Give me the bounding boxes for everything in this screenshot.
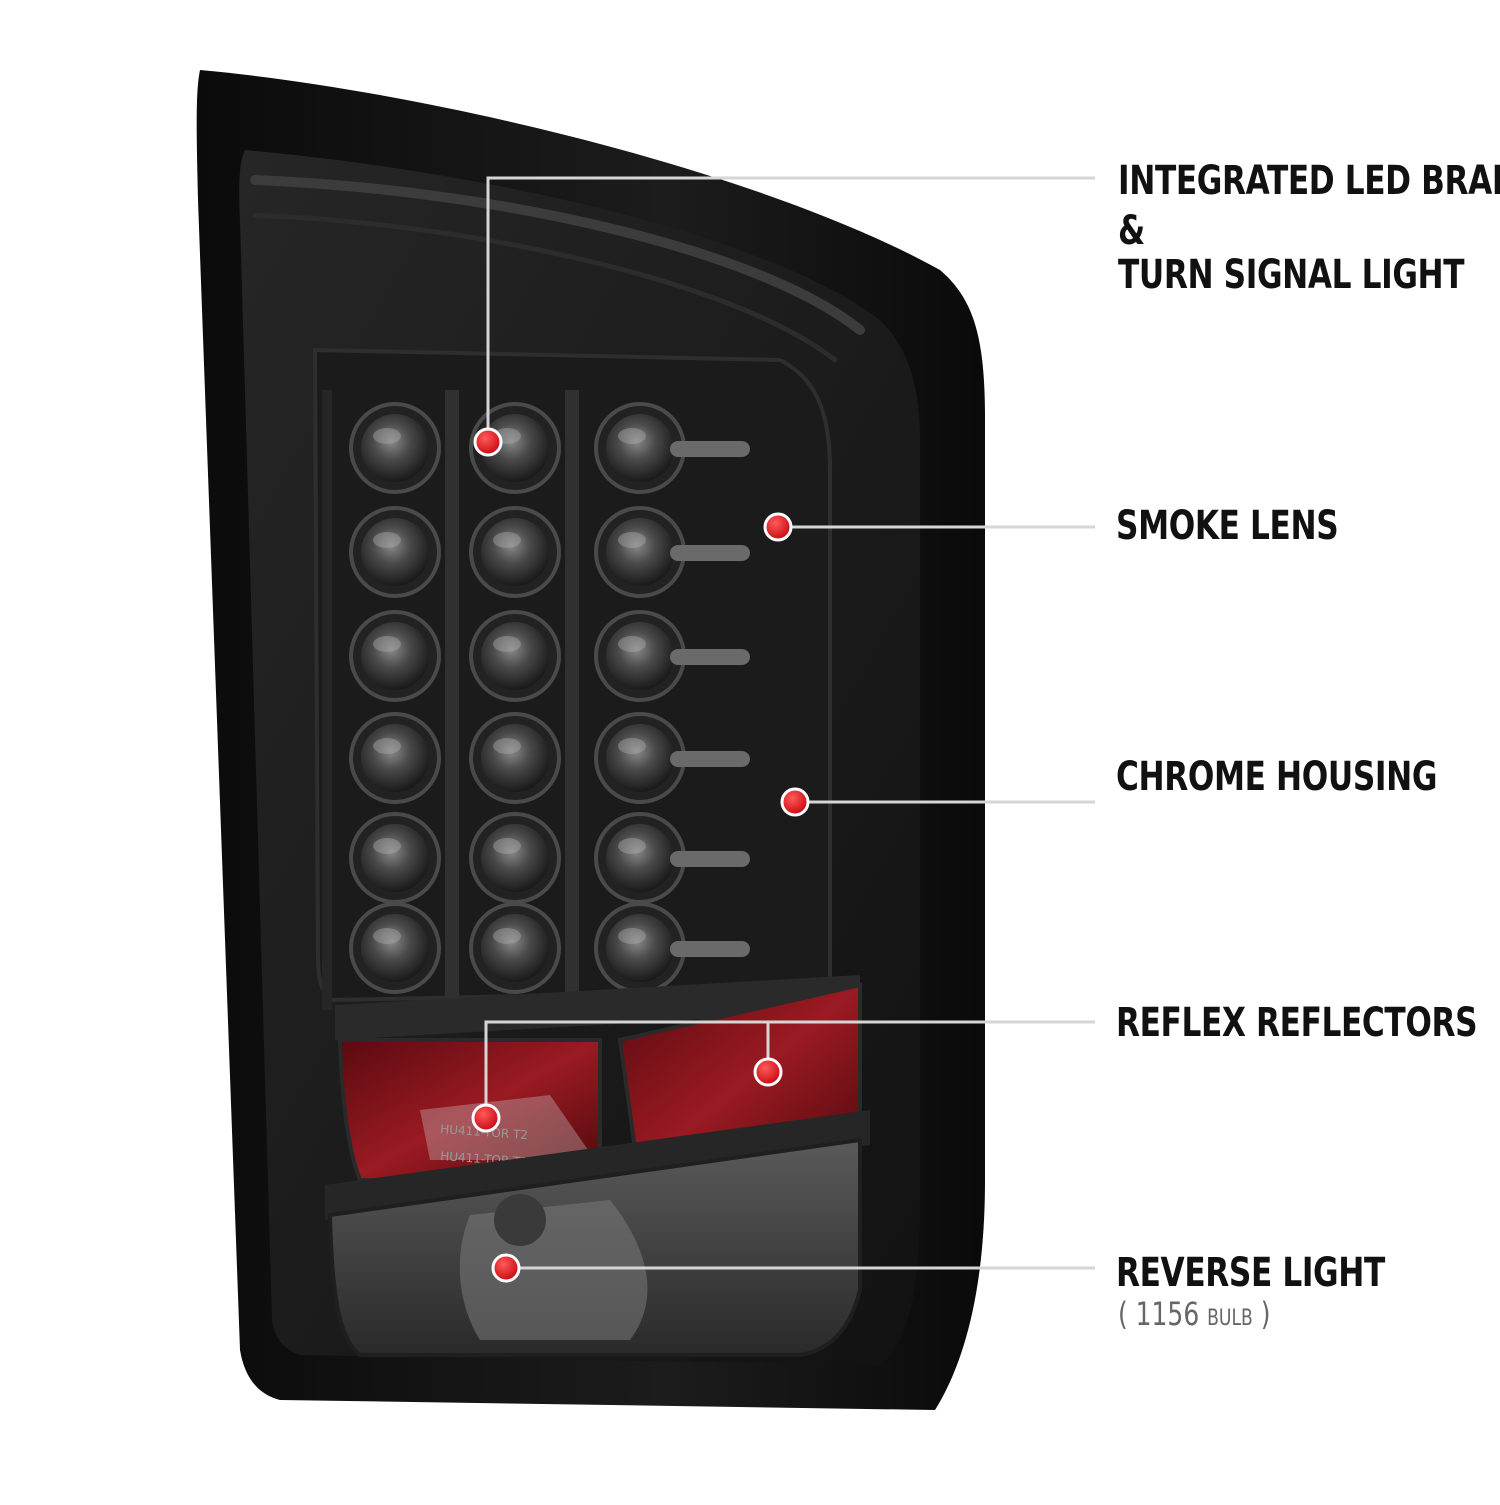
led-bulb-highlight (373, 636, 401, 652)
led-bulb-highlight (373, 928, 401, 944)
led-bulb (606, 914, 674, 982)
callout-dot-reflex-right (753, 1057, 783, 1087)
led-bulb-highlight (618, 636, 646, 652)
label-brake-line3: TURN SIGNAL LIGHT (1118, 252, 1465, 298)
led-column-divider (565, 390, 579, 1010)
led-bulb-highlight (373, 738, 401, 754)
led-stem (670, 545, 750, 561)
led-bulb-highlight (493, 738, 521, 754)
led-bulb-highlight (493, 636, 521, 652)
led-stem (670, 941, 750, 957)
led-bulb (606, 622, 674, 690)
led-bulb (606, 518, 674, 586)
led-bulb-highlight (618, 738, 646, 754)
callout-dot-reflex-left (471, 1103, 501, 1133)
label-chrome-housing: CHROME HOUSING (1116, 754, 1438, 800)
led-bulb (481, 622, 549, 690)
led-stem (670, 851, 750, 867)
led-bulb (481, 414, 549, 482)
led-bulb (361, 414, 429, 482)
led-bulb (481, 824, 549, 892)
leader-lines (484, 176, 1095, 1270)
callout-dot-chrome (780, 787, 810, 817)
callout-dot-brake (473, 427, 503, 457)
bulb-open-paren: ( (1118, 1295, 1128, 1333)
led-bulb-highlight (618, 928, 646, 944)
led-stem (670, 751, 750, 767)
leader-line-brake (486, 176, 1095, 445)
led-bulb (361, 724, 429, 792)
led-stem (670, 441, 750, 457)
led-column-divider (445, 390, 459, 1010)
led-bulb (481, 914, 549, 982)
led-bulb-highlight (493, 928, 521, 944)
label-reverse-bulb: ( 1156 BULB ) (1118, 1296, 1270, 1337)
led-bulb-highlight (493, 838, 521, 854)
led-array (349, 402, 750, 994)
led-bulb (481, 724, 549, 792)
bulb-number: 1156 (1135, 1295, 1200, 1333)
light-bar-highlight (250, 175, 865, 335)
led-bulb-highlight (618, 838, 646, 854)
led-bulb (606, 724, 674, 792)
led-stem (670, 649, 750, 665)
leader-line-reflex-left (484, 1020, 1095, 1120)
led-bulb-highlight (618, 428, 646, 444)
label-reverse-light: REVERSE LIGHT (1116, 1250, 1385, 1296)
label-smoke-lens: SMOKE LENS (1116, 503, 1339, 549)
led-bulb (361, 518, 429, 586)
led-bulb (481, 518, 549, 586)
led-bulb-highlight (373, 838, 401, 854)
label-brake-line2: & (1118, 208, 1145, 254)
led-bulb (606, 414, 674, 482)
callout-dot-smoke (763, 512, 793, 542)
callout-dots (471, 427, 810, 1283)
bulb-close-paren: ) (1260, 1295, 1271, 1333)
bulb-word: BULB (1207, 1306, 1253, 1331)
led-bulb-highlight (373, 428, 401, 444)
led-bulb (361, 824, 429, 892)
led-bulb-highlight (373, 532, 401, 548)
led-bulb (361, 914, 429, 982)
led-bulb (606, 824, 674, 892)
led-bulb-highlight (493, 532, 521, 548)
label-reflex-reflectors: REFLEX REFLECTORS (1116, 1000, 1478, 1046)
label-brake-line1: INTEGRATED LED BRAKE (1118, 158, 1500, 204)
led-bulb-highlight (618, 532, 646, 548)
led-bulb (361, 622, 429, 690)
callout-dot-reverse (491, 1253, 521, 1283)
